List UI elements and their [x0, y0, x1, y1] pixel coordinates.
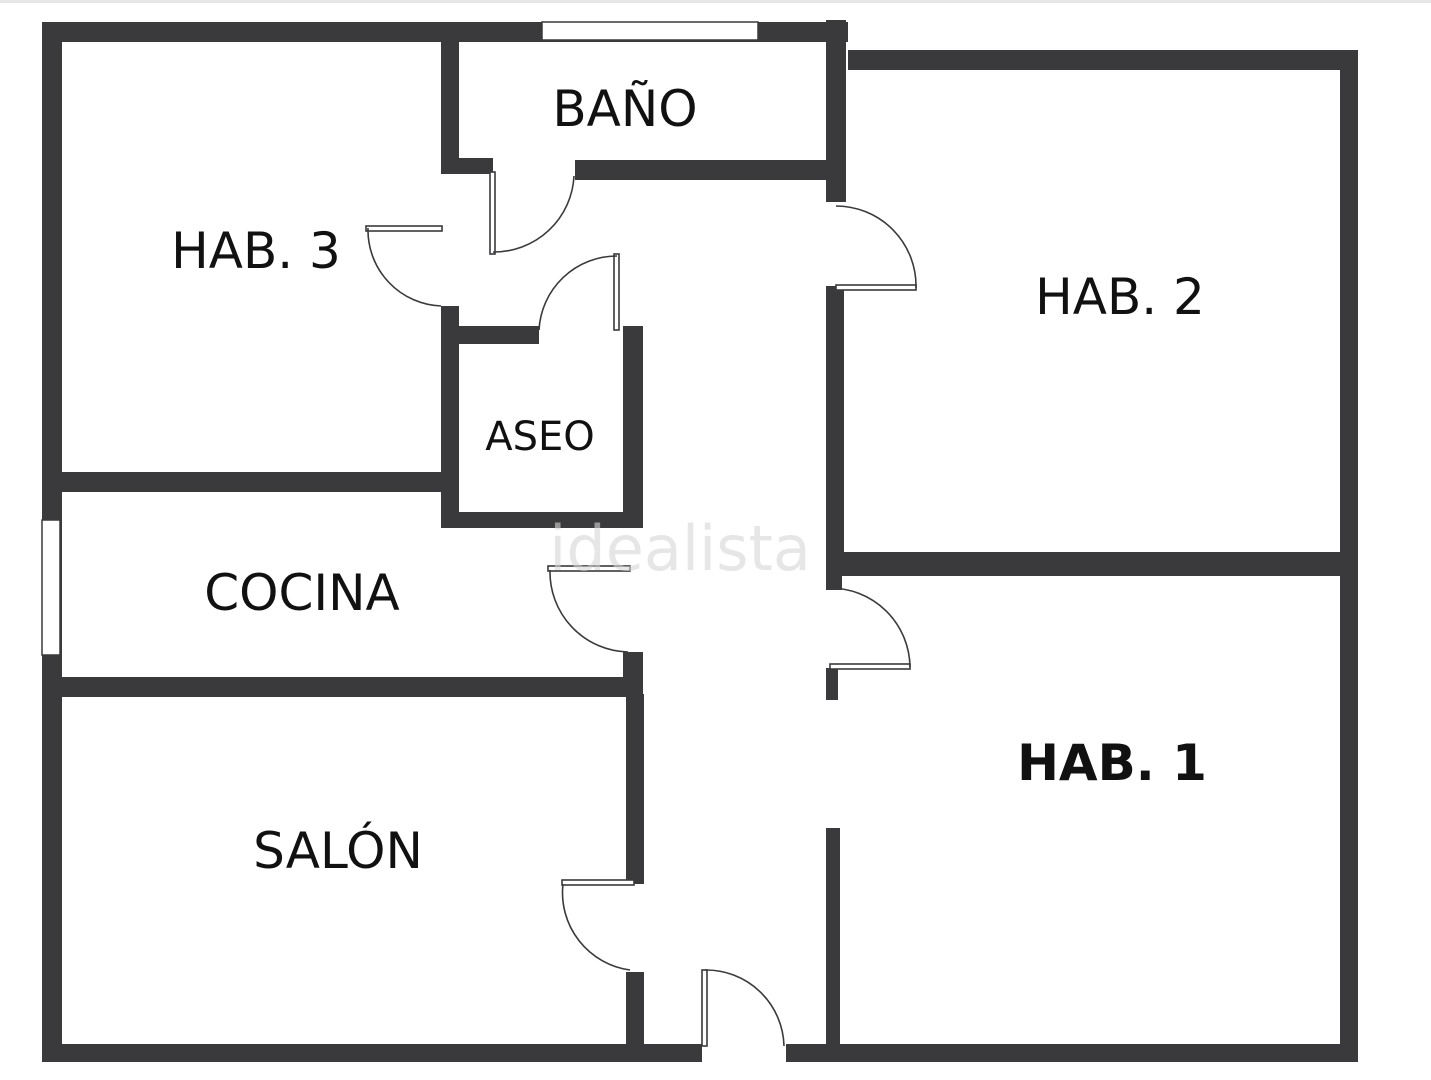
room-label-hab1: HAB. 1 — [1017, 734, 1207, 792]
door-hab2 — [835, 205, 917, 291]
wall-hab1-west-mid — [826, 668, 838, 700]
door-entrance — [701, 969, 785, 1047]
wall-salon-east-lower — [626, 972, 644, 1062]
wall-bottom-left — [42, 1044, 702, 1062]
door-hab1 — [829, 587, 911, 670]
wall-aseo-top — [441, 326, 539, 344]
door-cocina — [547, 565, 631, 653]
wall-bottom-right — [786, 1044, 1358, 1062]
doors — [365, 171, 917, 1047]
door-bano — [489, 171, 575, 255]
door-salon — [561, 879, 635, 971]
wall-bano-bottom-left — [441, 158, 493, 174]
door-aseo — [538, 253, 620, 331]
wall-cocina-east-stub — [623, 652, 643, 694]
wall-hab3-cocina — [42, 472, 442, 492]
wall-aseo-right — [623, 326, 643, 528]
room-label-bano: BAÑO — [552, 80, 697, 138]
wall-top-right — [848, 50, 1358, 70]
wall-hab2-hab1 — [826, 552, 1358, 576]
wall-hab1-west-lower — [826, 828, 840, 1062]
wall-salon-east — [626, 694, 644, 884]
top-border-line — [0, 0, 1431, 3]
wall-cocina-salon — [42, 677, 642, 697]
wall-aseo-left — [441, 326, 459, 526]
wall-hab1-west-stub — [826, 574, 842, 590]
room-label-cocina: COCINA — [204, 564, 400, 622]
wall-hab2-west — [826, 286, 844, 576]
wall-aseo-bottom — [441, 512, 641, 528]
room-label-aseo: ASEO — [485, 414, 595, 460]
room-label-hab2: HAB. 2 — [1035, 268, 1205, 326]
wall-bano-bottom-right — [575, 160, 846, 180]
room-label-hab3: HAB. 3 — [171, 222, 341, 280]
door-hab3 — [365, 225, 443, 307]
interior-walls — [42, 20, 1358, 1062]
window-bano — [541, 21, 759, 41]
watermark-text: idealista — [549, 512, 811, 585]
room-label-salon: SALÓN — [253, 821, 423, 880]
window-cocina — [41, 519, 61, 656]
wall-bano-left — [441, 40, 459, 162]
wall-bano-right — [826, 20, 846, 202]
